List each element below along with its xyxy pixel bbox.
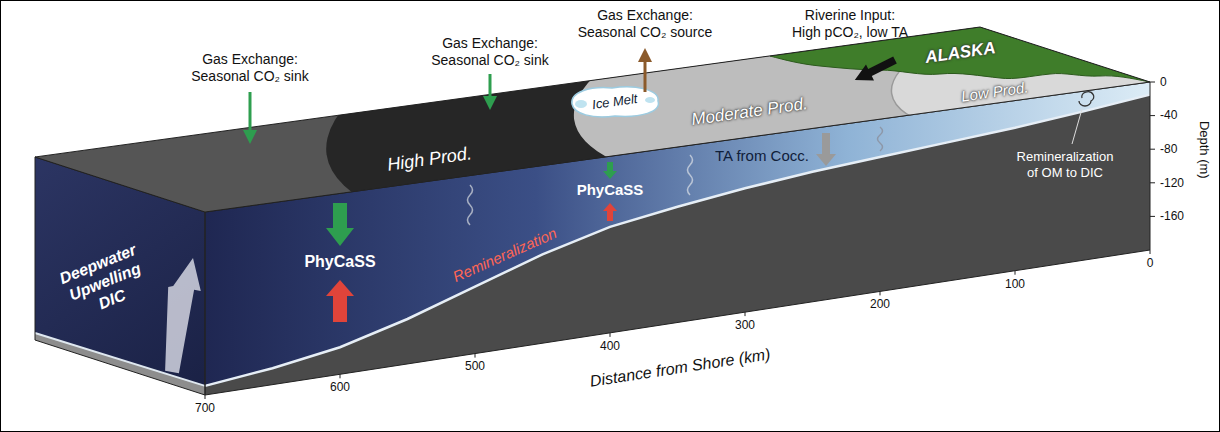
land-name: ALASKA bbox=[924, 38, 997, 68]
process-label: PhyCaSS bbox=[577, 181, 644, 199]
distance-tick-label: 100 bbox=[1005, 277, 1025, 291]
depth-tick-label: -120 bbox=[1160, 176, 1184, 190]
distance-tick bbox=[1150, 250, 1151, 254]
gas-exchange-label: Gas Exchange: Seasonal CO₂ sink bbox=[170, 51, 330, 85]
depth-tick bbox=[1150, 82, 1155, 83]
depth-tick-label: -40 bbox=[1160, 108, 1177, 122]
distance-tick-label: 0 bbox=[1147, 256, 1154, 270]
zone-label: Low Prod. bbox=[960, 78, 1029, 105]
remineral-arrow bbox=[603, 203, 617, 221]
alkalinity-arrow bbox=[816, 133, 836, 166]
high-productivity-zone bbox=[303, 0, 1220, 323]
surface-outline bbox=[35, 27, 1150, 212]
distance-tick bbox=[205, 395, 206, 399]
process-label: PhyCaSS bbox=[304, 252, 375, 271]
process-label: TA from Cocc. bbox=[715, 147, 809, 165]
distance-tick-label: 200 bbox=[870, 297, 890, 311]
depth-tick bbox=[1150, 149, 1155, 150]
melt-pool bbox=[575, 100, 587, 108]
mixing-squiggle bbox=[688, 155, 693, 195]
axis-title: Depth (m) bbox=[1196, 121, 1212, 179]
depth-tick-label: -80 bbox=[1160, 142, 1177, 156]
distance-tick bbox=[880, 291, 881, 295]
sink-arrow bbox=[249, 92, 252, 132]
leader-line bbox=[1072, 109, 1082, 144]
distance-tick bbox=[745, 312, 746, 316]
melt-pool bbox=[645, 97, 655, 103]
mixing-squiggle bbox=[468, 185, 473, 225]
zone-label: High Prod. bbox=[386, 143, 473, 176]
distance-tick bbox=[475, 354, 476, 358]
distance-tick bbox=[610, 333, 611, 337]
remineral-arrow bbox=[326, 280, 354, 322]
ice-melt-label: Ice Melt bbox=[591, 91, 638, 113]
depth-tick-label: 0 bbox=[1160, 75, 1167, 89]
depth-tick-label: -160 bbox=[1160, 209, 1184, 223]
mixing-squiggle bbox=[878, 127, 883, 151]
gas-exchange-label: Gas Exchange: Seasonal CO₂ sink bbox=[410, 35, 570, 69]
depth-tick bbox=[1150, 216, 1155, 217]
riverine-label: Riverine Input: High pCO₂, low TA bbox=[770, 7, 930, 41]
export-arrow bbox=[603, 162, 617, 179]
process-label: Remineralization bbox=[450, 224, 559, 286]
depth-tick bbox=[1150, 182, 1155, 183]
source-arrowhead bbox=[638, 48, 652, 62]
distance-tick-label: 500 bbox=[465, 359, 485, 373]
riverine-arrow bbox=[855, 56, 897, 80]
depth-tick bbox=[1150, 115, 1155, 116]
zone-label: Moderate Prod. bbox=[691, 94, 810, 131]
distance-tick-label: 300 bbox=[735, 318, 755, 332]
low-productivity-zone bbox=[883, 0, 1220, 153]
process-label: Remineralization of OM to DIC bbox=[1003, 149, 1127, 180]
source-arrow bbox=[644, 60, 647, 92]
distance-tick bbox=[1015, 271, 1016, 275]
sink-arrow bbox=[489, 74, 492, 98]
sink-arrowhead bbox=[483, 96, 497, 110]
remineral-swirl bbox=[1079, 92, 1094, 106]
distance-tick bbox=[340, 374, 341, 378]
gas-exchange-label: Gas Exchange: Seasonal CO₂ source bbox=[565, 7, 725, 41]
distance-tick-label: 700 bbox=[195, 401, 215, 415]
export-arrow bbox=[326, 203, 354, 246]
distance-tick-label: 600 bbox=[330, 380, 350, 394]
distance-tick-label: 400 bbox=[600, 339, 620, 353]
upwelling-arrow bbox=[165, 258, 201, 373]
process-label: Deepwater Upwelling DIC bbox=[50, 237, 161, 326]
sink-arrowhead bbox=[243, 130, 257, 144]
